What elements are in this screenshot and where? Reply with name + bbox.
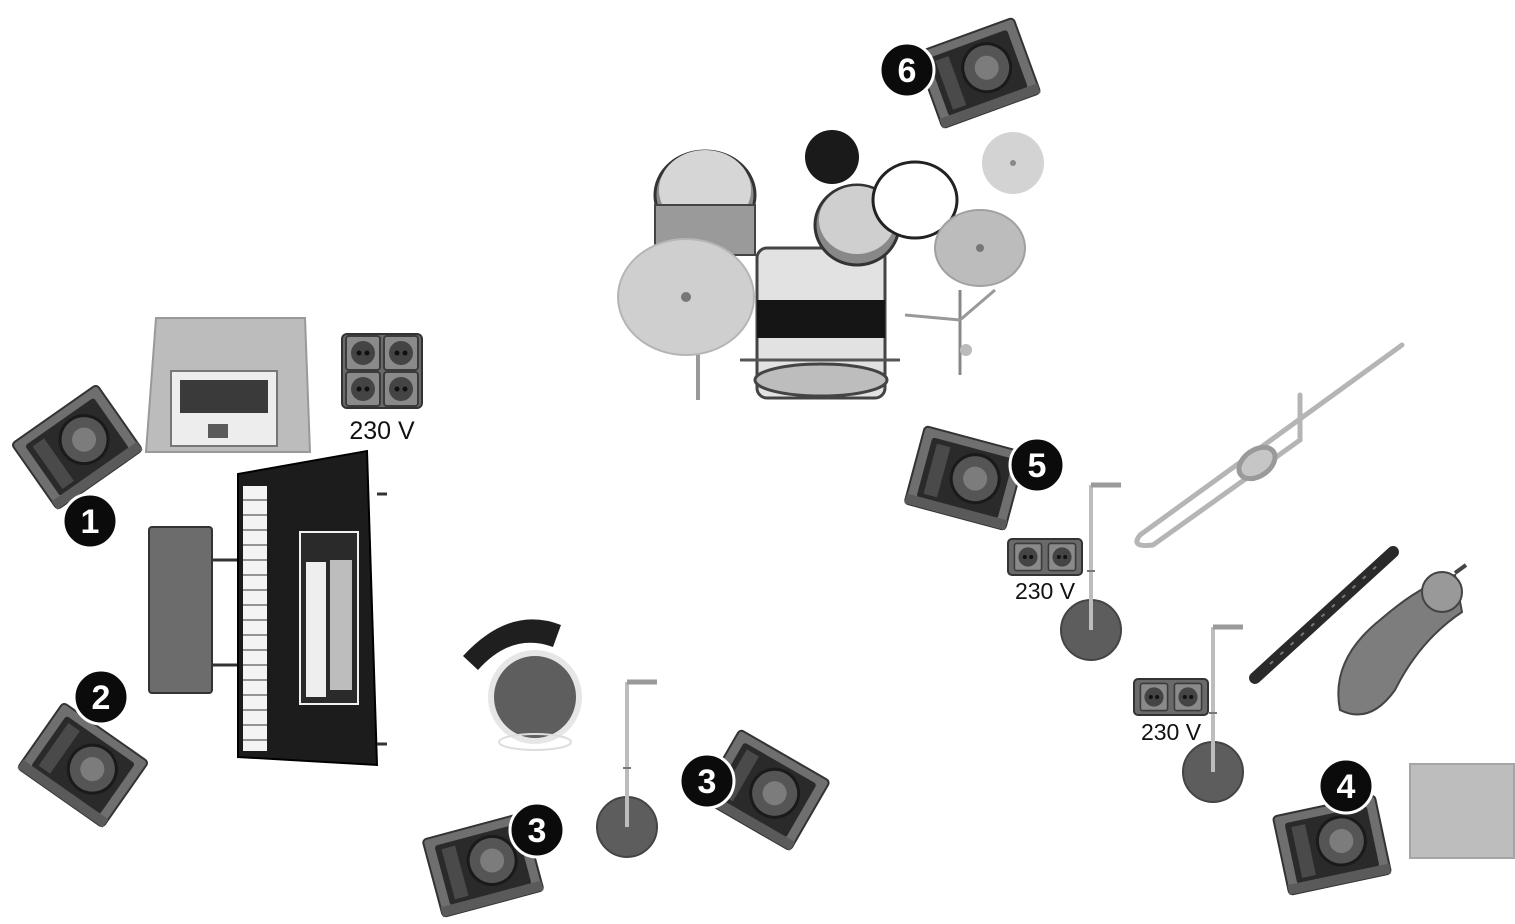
power-label-2: 230 V xyxy=(1015,578,1076,604)
mic-stand-icon xyxy=(597,682,657,857)
monitor-1[interactable] xyxy=(11,384,142,509)
stage-monitor-icon xyxy=(11,384,142,509)
socket-icon xyxy=(384,336,418,370)
monitor-number-6: 6 xyxy=(898,52,917,90)
power-outlet-block-2[interactable] xyxy=(1008,539,1082,575)
monitor-5[interactable] xyxy=(904,426,1025,530)
stage-piano-icon[interactable] xyxy=(238,451,387,765)
trombone-icon[interactable] xyxy=(1137,345,1402,546)
mic-stand-1[interactable] xyxy=(597,682,657,857)
socket-icon xyxy=(1140,683,1167,710)
socket-icon xyxy=(1048,543,1075,570)
monitor-number-5: 5 xyxy=(1028,447,1047,485)
power-label-3: 230 V xyxy=(1141,719,1202,745)
socket-icon xyxy=(346,336,380,370)
monitor-number-2: 2 xyxy=(92,679,111,717)
bench-icon[interactable] xyxy=(149,527,238,693)
stool-icon[interactable] xyxy=(463,619,579,750)
socket-icon xyxy=(1174,683,1201,710)
power-label-1: 230 V xyxy=(349,417,415,445)
socket-icon xyxy=(384,372,418,406)
power-outlet-block-3[interactable] xyxy=(1134,679,1208,715)
monitor-number-1: 1 xyxy=(81,503,100,541)
socket-icon xyxy=(1014,543,1041,570)
monitor-number-3a: 3 xyxy=(528,812,547,850)
power-outlet-block-1[interactable] xyxy=(342,334,422,408)
monitor-number-3b: 3 xyxy=(698,763,717,801)
riser-icon xyxy=(1410,764,1514,858)
monitor-number-4: 4 xyxy=(1337,768,1356,806)
socket-icon xyxy=(346,372,380,406)
monitor-2[interactable] xyxy=(17,702,148,827)
laptop-icon[interactable] xyxy=(146,318,310,452)
stage-monitor-icon xyxy=(904,426,1025,530)
drum-kit-icon[interactable] xyxy=(618,130,1044,400)
stage-monitor-icon xyxy=(17,702,148,827)
